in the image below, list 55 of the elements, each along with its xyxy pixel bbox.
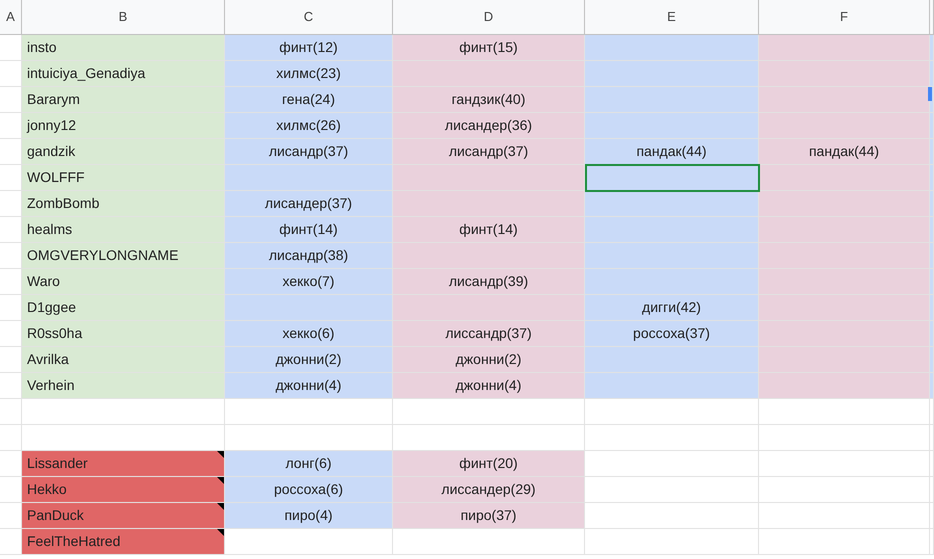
cell-text: Bararym: [27, 90, 80, 109]
header-text: A: [6, 8, 15, 26]
cell-text: хилмс(23): [276, 64, 341, 83]
cell-text: Waro: [27, 272, 60, 291]
cell-text: Verhein: [27, 376, 74, 395]
cell-text: лиссандер(29): [441, 480, 536, 499]
cell-text: healms: [27, 220, 72, 239]
cell-text: FeelTheHatred: [27, 532, 120, 551]
cell-text: финт(20): [459, 454, 518, 473]
cell-text: PanDuck: [27, 506, 84, 525]
cell-text: insto: [27, 38, 57, 57]
cell-text: пиро(37): [460, 506, 516, 525]
cell-text: пиро(4): [284, 506, 333, 525]
header-text: E: [667, 8, 676, 26]
cell-text: дигги(42): [642, 298, 701, 317]
cell-text: jonny12: [27, 116, 76, 135]
header-text: C: [304, 8, 314, 26]
cell-text: лисандр(37): [268, 142, 348, 161]
cell-text: финт(14): [459, 220, 518, 239]
cell-text: хилмс(26): [276, 116, 341, 135]
cell-text: лисандр(37): [448, 142, 528, 161]
cell-text: джонни(4): [276, 376, 342, 395]
cell-text: Lissander: [27, 454, 88, 473]
header-text: B: [118, 8, 128, 26]
cell-text: R0ss0ha: [27, 324, 82, 343]
cell-text: OMGVERYLONGNAME: [27, 246, 178, 265]
cell-text: лисандер(37): [264, 194, 352, 213]
cell-text: россоха(6): [274, 480, 344, 499]
cell-text: gandzik: [27, 142, 76, 161]
cell-text: лисандер(36): [444, 116, 532, 135]
cell-text: гена(24): [282, 90, 335, 109]
cell-text: джонни(4): [456, 376, 522, 395]
cell-text: джонни(2): [456, 350, 522, 369]
cell-text: intuiciya_Genadiya: [27, 64, 146, 83]
cell-text: джонни(2): [276, 350, 342, 369]
header-text: F: [840, 8, 848, 26]
cell-text: финт(14): [279, 220, 338, 239]
cell-text: пандак(44): [636, 142, 707, 161]
cell-text: Avrilka: [27, 350, 69, 369]
cell-text: хекко(6): [282, 324, 334, 343]
cell-text: D1ggee: [27, 298, 76, 317]
cell-text: ZombBomb: [27, 194, 100, 213]
cell-text: лисандр(39): [448, 272, 528, 291]
cell-text: пандак(44): [808, 142, 880, 161]
cell-text: лиссандр(37): [445, 324, 532, 343]
cell-text: WOLFFF: [27, 168, 85, 187]
header-text: D: [484, 8, 494, 26]
cell-text: хекко(7): [282, 272, 334, 291]
cell-text: лисандр(38): [268, 246, 348, 265]
cell-text: лонг(6): [285, 454, 332, 473]
cell-text: Hekko: [27, 480, 67, 499]
cell-text: финт(12): [279, 38, 338, 57]
cell-text: гандзик(40): [452, 90, 526, 109]
cell-text: финт(15): [459, 38, 518, 57]
cell-text: россоха(37): [633, 324, 710, 343]
